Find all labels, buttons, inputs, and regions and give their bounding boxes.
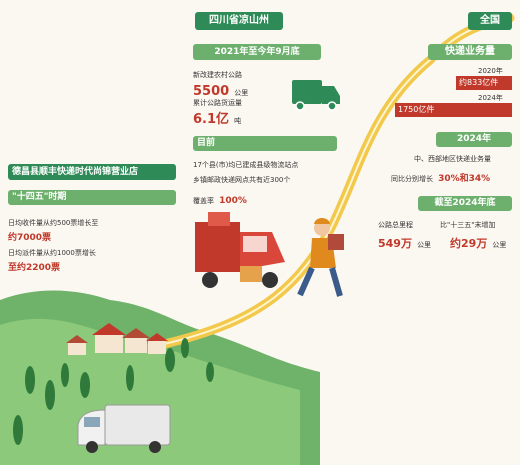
road-value1: 549万	[378, 237, 412, 250]
road-unit1: 公里	[417, 241, 432, 249]
liangshan-tag: 四川省凉山州	[195, 12, 283, 30]
courier-icon	[297, 218, 344, 297]
truck-icon	[292, 80, 340, 111]
store-name: 德昌县顺丰快递时代尚锦营业店	[8, 164, 176, 180]
current-title: 目前	[193, 136, 337, 151]
road-stat2: 约29万 公里	[450, 232, 506, 251]
current-line2: 乡镇邮政快递网点共有近300个	[193, 176, 291, 184]
current-line1: 17个县(市)均已建成县级物流站点	[193, 161, 299, 169]
store-period: "十四五"时期	[8, 190, 176, 205]
stat2: 6.1亿 吨	[193, 108, 241, 127]
growth-line2: 同比分别增长 30%和34%	[391, 166, 490, 185]
bar-2024: 1750亿件	[395, 103, 512, 117]
store-line1: 日均收件量从约500票增长至	[8, 219, 99, 227]
growth-title: 2024年	[436, 132, 512, 147]
hill-front	[0, 318, 300, 465]
growth-value: 30%和34%	[438, 174, 491, 184]
stat1: 5500 公里	[193, 80, 248, 99]
store-line2: 日均派件量从约1000票增长	[8, 249, 96, 257]
road-value2: 约29万	[450, 237, 488, 250]
road-title: 截至2024年底	[418, 196, 512, 211]
growth-line1: 中、西部地区快递业务量	[414, 155, 491, 163]
road-unit2: 公里	[492, 241, 507, 249]
village-icon	[66, 323, 168, 355]
stat1-value: 5500	[193, 84, 230, 99]
coverage-label: 覆盖率	[193, 197, 214, 205]
store-line1-value: 约7000票	[8, 233, 52, 243]
stat2-label: 累计公路货运量	[193, 99, 242, 107]
year-2024: 2024年	[478, 94, 503, 102]
bar-2020: 约833亿件	[456, 76, 512, 90]
national-tag: 全国	[468, 12, 512, 30]
current-line3: 覆盖率 100%	[193, 188, 247, 207]
express-title: 快递业务量	[428, 44, 512, 60]
tree-icon	[13, 338, 214, 445]
coverage-value: 100%	[219, 196, 247, 206]
van-icon	[77, 404, 171, 453]
growth-label: 同比分别增长	[391, 175, 433, 183]
stat2-unit: 吨	[234, 117, 242, 125]
stat2-value: 6.1亿	[193, 112, 230, 127]
stat1-unit: 公里	[234, 89, 249, 97]
year-2020: 2020年	[478, 67, 503, 75]
road-label2: 比"十三五"末增加	[440, 221, 496, 229]
liangshan-period: 2021年至今年9月底	[193, 44, 321, 60]
road-stat1: 549万 公里	[378, 232, 431, 251]
tricycle-icon	[195, 212, 285, 288]
road-label1: 公路总里程	[378, 221, 413, 229]
stat1-label: 新改建农村公路	[193, 71, 242, 79]
store-line2-value: 至约2200票	[8, 263, 61, 273]
road-center-line	[159, 17, 511, 346]
